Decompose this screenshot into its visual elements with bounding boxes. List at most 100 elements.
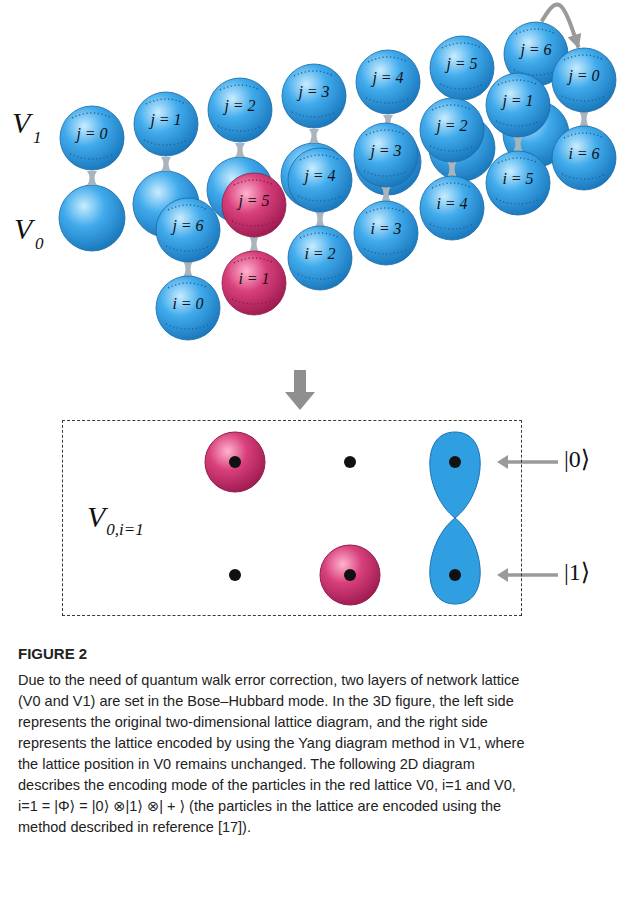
sphere-body xyxy=(282,64,346,128)
node-text: j = 6 xyxy=(155,217,221,235)
lattice-sphere: j = 4 xyxy=(355,49,421,115)
site-dot xyxy=(449,456,461,468)
sphere-texture xyxy=(144,140,188,145)
site-index: j = 6 xyxy=(155,217,221,235)
sphere-body xyxy=(430,36,494,100)
lattice-sphere: i = 4 xyxy=(419,175,485,241)
sphere-texture xyxy=(564,133,604,138)
node-text: j = 1 xyxy=(485,92,551,110)
node-text: i = 0 xyxy=(155,295,221,313)
sphere-body xyxy=(208,78,272,142)
sphere-body xyxy=(288,148,352,212)
sphere-texture xyxy=(432,183,472,188)
sphere-body xyxy=(552,126,616,190)
sphere-texture xyxy=(498,158,538,163)
lattice-sphere: i = 3 xyxy=(353,200,419,266)
site-index: j = 6 xyxy=(503,41,569,59)
sphere-texture xyxy=(430,224,474,229)
lattice-sphere: j = 3 xyxy=(281,63,347,129)
site-index: i = 4 xyxy=(419,195,485,213)
lattice-sphere: i = 2 xyxy=(287,225,353,291)
sphere-texture xyxy=(218,126,262,131)
lattice-sphere: j = 4 xyxy=(287,147,353,213)
superposition-lobe xyxy=(430,432,480,518)
lattice-sphere: j = 1 xyxy=(485,72,551,138)
node-text: j = 6 xyxy=(503,41,569,59)
lattice-sphere: j = 6 xyxy=(155,197,221,263)
site-index: i = 6 xyxy=(551,145,617,163)
node-text: j = 2 xyxy=(207,97,273,115)
leader-arrow-head xyxy=(497,455,508,469)
node-text: j = 0 xyxy=(59,125,125,143)
lattice-sphere: i = 6 xyxy=(551,125,617,191)
leader-arrow xyxy=(506,573,558,577)
site-index: j = 0 xyxy=(59,125,125,143)
site-index: j = 2 xyxy=(207,97,273,115)
sphere-texture xyxy=(168,205,208,210)
site-index: j = 5 xyxy=(221,192,287,210)
layer-link xyxy=(513,136,523,152)
sphere-texture xyxy=(292,112,336,117)
sphere-body xyxy=(222,251,286,315)
sphere-texture xyxy=(168,283,208,288)
node-text: j = 4 xyxy=(355,69,421,87)
sphere-texture xyxy=(564,55,604,60)
node-text: j = 3 xyxy=(353,142,419,160)
lattice-sphere: j = 1 xyxy=(133,91,199,157)
sphere-body xyxy=(354,123,418,187)
sphere-texture xyxy=(220,85,260,90)
site-index: j = 4 xyxy=(355,69,421,87)
sphere-body xyxy=(486,151,550,215)
node-text: j = 3 xyxy=(281,83,347,101)
site-index: i = 1 xyxy=(221,270,287,288)
site-index: j = 3 xyxy=(353,142,419,160)
node-text: j = 1 xyxy=(133,111,199,129)
node-text: i = 6 xyxy=(551,145,617,163)
lattice-symbol: V xyxy=(87,500,105,533)
site-index: j = 5 xyxy=(429,55,495,73)
layer-link xyxy=(249,236,259,252)
sphere-texture xyxy=(300,155,340,160)
site-dot xyxy=(344,569,356,581)
sphere-texture xyxy=(440,84,484,89)
site-index: j = 4 xyxy=(287,167,353,185)
site-index: i = 2 xyxy=(287,245,353,263)
sphere-texture xyxy=(298,274,342,279)
sphere-body xyxy=(288,226,352,290)
sphere-texture xyxy=(562,96,606,101)
leader-arrow xyxy=(506,460,558,464)
sphere-texture xyxy=(498,80,538,85)
lattice-sphere: i = 5 xyxy=(485,150,551,216)
sphere-body xyxy=(156,276,220,340)
sphere-body xyxy=(60,106,124,170)
sphere-texture xyxy=(72,113,112,118)
sphere-body xyxy=(552,48,616,112)
sphere-texture xyxy=(234,258,274,263)
site-index: j = 1 xyxy=(133,111,199,129)
lattice-sphere: i = 0 xyxy=(155,275,221,341)
sphere-texture xyxy=(146,99,186,104)
layer-link xyxy=(315,211,325,227)
sphere-body xyxy=(354,201,418,265)
lattice-sphere: j = 2 xyxy=(419,97,485,163)
leader-arrow-head xyxy=(497,568,508,582)
layer-link xyxy=(87,171,97,185)
node-text: j = 5 xyxy=(429,55,495,73)
lattice-subscript: 0,i=1 xyxy=(106,520,143,539)
encoding-box: V0,i=1 xyxy=(62,420,522,616)
site-index: j = 1 xyxy=(485,92,551,110)
sphere-texture xyxy=(232,221,276,226)
lattice-sphere: j = 5 xyxy=(221,172,287,238)
layer-name: V xyxy=(14,212,32,247)
sphere-texture xyxy=(496,199,540,204)
sphere-body xyxy=(486,73,550,137)
node-text: i = 5 xyxy=(485,170,551,188)
site-dot xyxy=(449,569,461,581)
node-text: j = 4 xyxy=(287,167,353,185)
site-index: j = 3 xyxy=(281,83,347,101)
sphere-texture xyxy=(366,208,406,213)
sphere-texture xyxy=(300,233,340,238)
layer-link xyxy=(161,157,171,171)
lattice-sphere xyxy=(59,185,125,251)
